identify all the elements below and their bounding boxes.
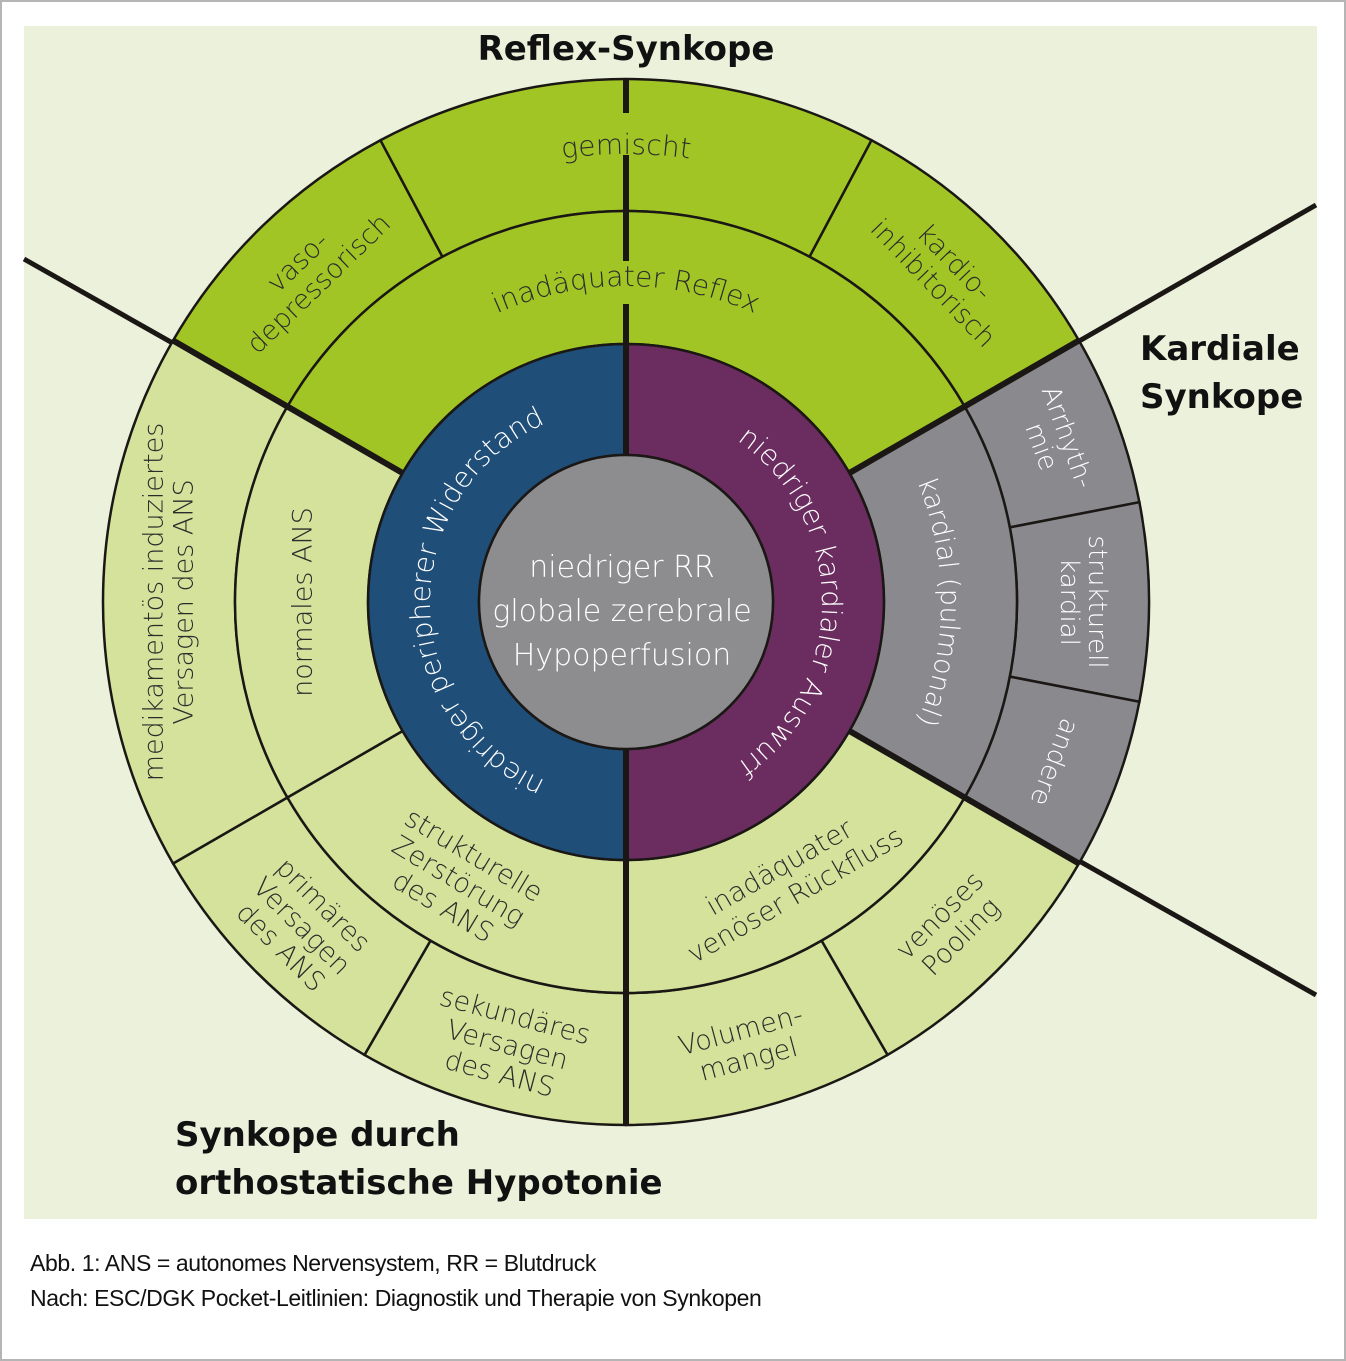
svg-text:medikamentös induziertes: medikamentös induziertes	[138, 423, 169, 782]
thick-divider	[171, 337, 405, 476]
outer-ring	[101, 77, 1151, 1127]
sector-title-orthostatic: Synkope durch	[175, 1115, 460, 1155]
center-circle: niedriger RR globale zerebraleHypoperfusi…	[477, 453, 775, 751]
center-label-line: Hypoperfusion	[513, 638, 731, 673]
label-normal-ans: normales ANS	[287, 507, 318, 697]
label-mixed: gemischt	[559, 128, 693, 166]
caption-source: Nach: ESC/DGK Pocket-Leitlinien: Diagnos…	[30, 1285, 762, 1311]
main-divider-lines	[171, 79, 1081, 1125]
sector-title-orthostatic: orthostatische Hypotonie	[175, 1163, 663, 1203]
sector-title-reflex: Reflex-Synkope	[478, 29, 775, 69]
caption-abbreviations: Abb. 1: ANS = autonomes Nervensystem, RR…	[30, 1250, 596, 1276]
sector-title-cardiac: Synkope	[1140, 377, 1303, 417]
thick-divider	[847, 728, 1081, 867]
center-label-line: niedriger RR	[529, 550, 715, 585]
svg-text:Versagen des ANS: Versagen des ANS	[168, 479, 199, 724]
thick-divider	[847, 337, 1081, 476]
svg-text:strukturell: strukturell	[1082, 535, 1112, 668]
sector-title-cardiac: Kardiale	[1140, 329, 1300, 369]
svg-text:kardial: kardial	[1054, 558, 1084, 646]
svg-text:normales ANS: normales ANS	[287, 507, 318, 697]
center-label-line: globale zerebrale	[492, 594, 751, 629]
